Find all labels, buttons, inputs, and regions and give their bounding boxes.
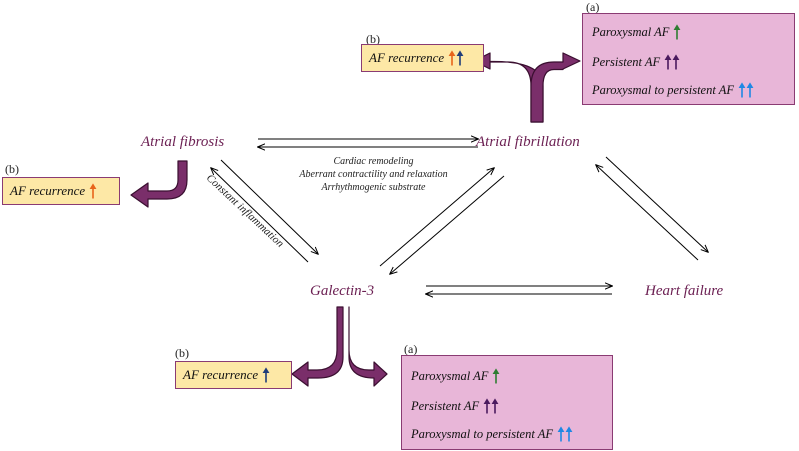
recurrence-indicators <box>89 183 97 199</box>
af-type-indicators <box>673 24 681 40</box>
up-arrow-icon <box>738 82 746 98</box>
edge-fibrosis-to-galectin <box>220 159 318 254</box>
af-type-paroxysmal: Paroxysmal AF <box>411 368 500 384</box>
up-arrow-icon <box>664 54 672 70</box>
connector-fibrosis-branch <box>130 160 188 208</box>
edge-note-fibrosis-fibrillation: Cardiac remodeling Aberrant contractilit… <box>276 155 471 194</box>
up-arrow-icon <box>456 50 464 66</box>
af-recurrence-box-fibrillation: AF recurrence <box>361 44 484 72</box>
connector-galectin-branches <box>291 306 388 387</box>
panel-b-label: (b) <box>175 346 189 360</box>
recurrence-indicators <box>448 50 464 66</box>
up-arrow-icon <box>565 426 573 442</box>
af-type-persistent: Persistent AF <box>592 54 680 70</box>
af-type-progression: Paroxysmal to persistent AF <box>592 82 754 98</box>
edge-note-line-3: Arrhythmogenic substrate <box>321 182 426 193</box>
edge-fibrillation-to-galectin <box>390 175 505 274</box>
node-atrial-fibrosis: Atrial fibrosis <box>141 134 225 150</box>
af-type-label: Paroxysmal AF <box>592 24 670 39</box>
af-type-label: Paroxysmal AF <box>411 368 489 383</box>
af-types-box-fibrillation: Paroxysmal AF Persistent AF Paroxysmal t… <box>582 13 795 105</box>
edge-fibrillation-to-heart-failure <box>605 156 708 252</box>
af-recurrence-box-fibrosis: AF recurrence <box>2 177 120 205</box>
panel-b-label: (b) <box>366 32 380 46</box>
up-arrow-icon <box>448 50 456 66</box>
af-type-label: Paroxysmal to persistent AF <box>411 426 553 441</box>
af-type-progression: Paroxysmal to persistent AF <box>411 426 573 442</box>
af-recurrence-text: AF recurrence <box>369 50 445 65</box>
edge-galectin-to-fibrosis <box>211 168 309 263</box>
panel-b-label: (b) <box>5 162 19 176</box>
up-arrow-icon <box>672 54 680 70</box>
connector-fibrillation-branches <box>473 52 581 123</box>
af-type-paroxysmal: Paroxysmal AF <box>592 24 681 40</box>
edge-heart-failure-to-fibrillation <box>596 165 699 261</box>
edge-note-line-1: Cardiac remodeling <box>333 156 414 167</box>
af-type-label: Persistent AF <box>592 54 661 69</box>
af-recurrence-text: AF recurrence <box>183 367 259 382</box>
af-type-indicators <box>664 54 680 70</box>
up-arrow-icon <box>493 368 500 384</box>
af-types-box-galectin: Paroxysmal AF Persistent AF Paroxysmal t… <box>401 355 613 450</box>
panel-a-label: (a) <box>586 0 600 14</box>
up-arrow-icon <box>483 398 491 414</box>
up-arrow-icon <box>674 24 681 40</box>
up-arrow-icon <box>262 367 270 383</box>
up-arrow-icon <box>746 82 754 98</box>
af-type-persistent: Persistent AF <box>411 398 499 414</box>
af-type-label: Persistent AF <box>411 398 480 413</box>
panel-a-label: (a) <box>404 342 418 356</box>
af-recurrence-box-galectin: AF recurrence <box>175 361 292 389</box>
af-recurrence-text: AF recurrence <box>10 183 86 198</box>
node-heart-failure: Heart failure <box>645 283 724 299</box>
af-type-indicators <box>738 82 754 98</box>
af-type-indicators <box>557 426 573 442</box>
up-arrow-icon <box>557 426 565 442</box>
up-arrow-icon <box>491 398 499 414</box>
node-atrial-fibrillation: Atrial fibrillation <box>476 134 580 150</box>
recurrence-indicators <box>262 367 270 383</box>
af-type-indicators <box>492 368 500 384</box>
edge-galectin-to-fibrillation <box>379 168 494 267</box>
af-type-label: Paroxysmal to persistent AF <box>592 82 734 97</box>
node-galectin-3: Galectin-3 <box>310 283 375 299</box>
af-type-indicators <box>483 398 499 414</box>
edge-note-line-2: Aberrant contractility and relaxation <box>299 169 448 180</box>
up-arrow-icon <box>89 183 97 199</box>
